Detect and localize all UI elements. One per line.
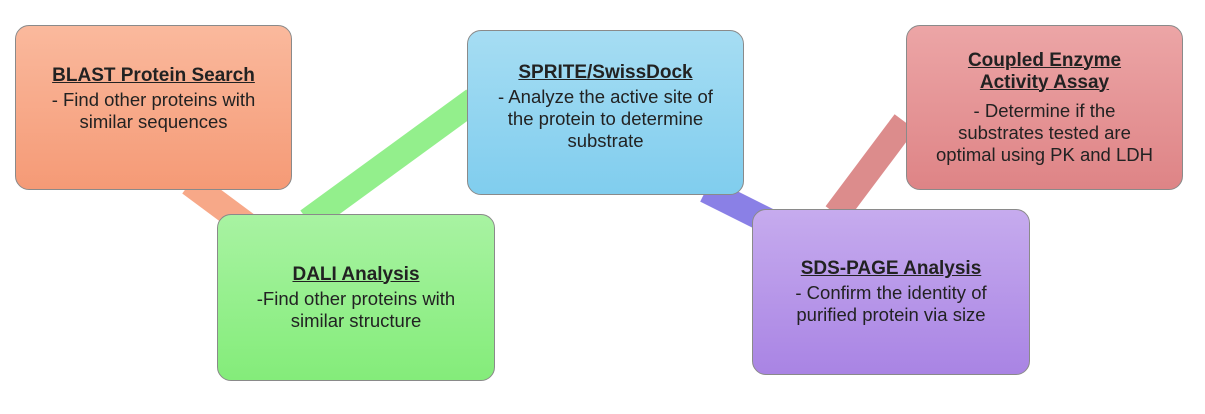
node-desc-line: the protein to determine	[507, 107, 704, 129]
node-title-line: Coupled Enzyme	[967, 49, 1122, 71]
node-title: DALI Analysis	[292, 263, 420, 285]
node-desc-line: - Find other proteins with	[51, 88, 256, 110]
node-sprite-swissdock: SPRITE/SwissDock - Analyze the active si…	[467, 30, 744, 195]
node-title: SDS-PAGE Analysis	[800, 258, 982, 279]
node-coupled-enzyme-activity-assay: Coupled Enzyme Activity Assay - Determin…	[906, 25, 1183, 190]
node-desc-line: similar sequences	[79, 110, 228, 132]
node-title-line: Activity Assay	[979, 71, 1110, 93]
node-sds-page-analysis: SDS-PAGE Analysis - Confirm the identity…	[752, 209, 1030, 375]
node-desc-line: - Determine if the	[973, 99, 1116, 121]
node-desc-line: -Find other proteins with	[256, 287, 456, 309]
node-desc-line: optimal using PK and LDH	[936, 143, 1153, 165]
node-desc-line: purified protein via size	[796, 304, 986, 325]
connector-dali-sprite	[300, 89, 482, 232]
node-blast-protein-search: BLAST Protein Search - Find other protei…	[15, 25, 292, 190]
node-desc-line: substrate	[567, 129, 644, 151]
node-dali-analysis: DALI Analysis -Find other proteins with …	[217, 214, 495, 381]
node-title: BLAST Protein Search	[52, 64, 255, 86]
node-desc-line: - Analyze the active site of	[498, 85, 713, 107]
connector-sds-enzyme	[825, 114, 916, 222]
node-desc-line: similar structure	[290, 309, 422, 331]
node-desc-line: - Confirm the identity of	[795, 282, 987, 303]
node-title: SPRITE/SwissDock	[518, 61, 693, 83]
node-desc-line: substrates tested are	[958, 121, 1131, 143]
